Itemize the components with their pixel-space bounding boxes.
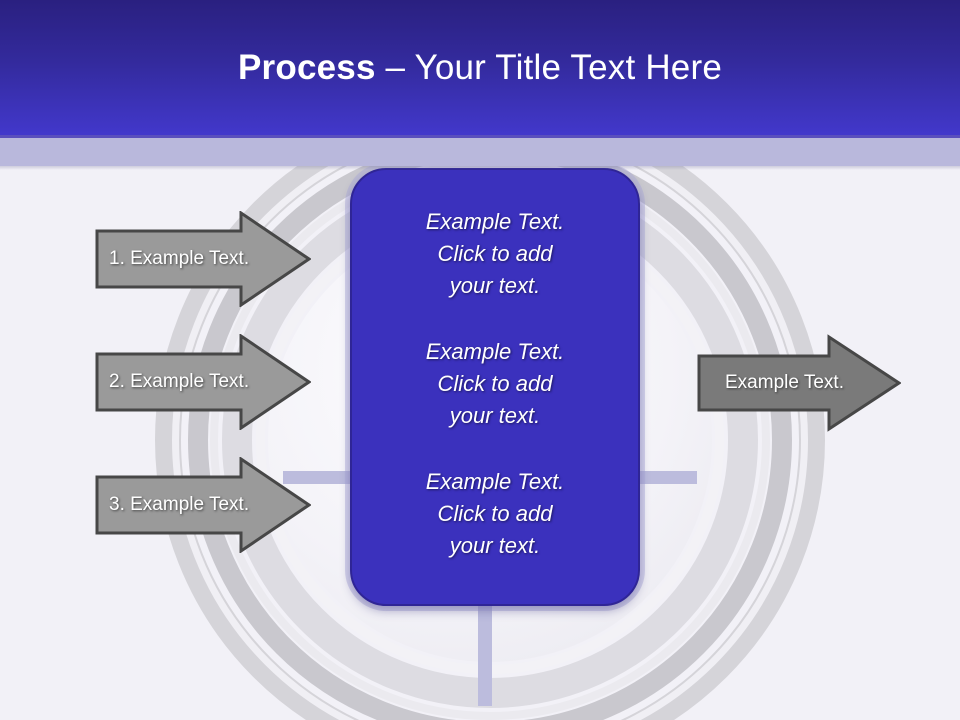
header-divider-line [0, 135, 960, 138]
panel-block-1-line-3: your text. [449, 273, 541, 298]
panel-block-1-line-2: Click to add [437, 241, 553, 266]
input-arrow-2[interactable]: 2. Example Text. [95, 334, 311, 430]
input-arrow-1[interactable]: 1. Example Text. [95, 211, 311, 307]
panel-block-2-line-3: your text. [449, 403, 541, 428]
input-arrow-3-label: 3. Example Text. [109, 494, 250, 515]
panel-block-2-line-1: Example Text. [425, 339, 565, 364]
output-arrow-label: Example Text. [725, 372, 844, 393]
header-strip-shadow [0, 166, 960, 170]
center-process-panel[interactable]: Example Text. Click to add your text. Ex… [350, 168, 640, 606]
input-arrow-1-label: 1. Example Text. [109, 248, 250, 269]
page-title-emphasis: Process [238, 48, 376, 87]
panel-block-3-line-2: Click to add [437, 501, 553, 526]
arrow-right-icon [95, 211, 311, 307]
decorative-ring-highlight-1 [172, 166, 808, 720]
panel-block-2-line-2: Click to add [437, 371, 553, 396]
input-arrow-3[interactable]: 3. Example Text. [95, 457, 311, 553]
arrow-right-icon [697, 334, 901, 432]
page-title-rest: – Your Title Text Here [375, 48, 722, 87]
output-arrow[interactable]: Example Text. [697, 334, 901, 432]
decorative-ring-highlight-2 [210, 166, 770, 720]
panel-block-3-line-1: Example Text. [425, 469, 565, 494]
input-arrow-2-label: 2. Example Text. [109, 371, 250, 392]
panel-block-3-line-3: your text. [449, 533, 541, 558]
page-title: Process – Your Title Text Here [0, 46, 960, 90]
panel-text-block-2: Example Text. Click to add your text. [377, 336, 613, 432]
slide-header-band: Process – Your Title Text Here [0, 0, 960, 135]
panel-block-1-line-1: Example Text. [425, 209, 565, 234]
panel-text-block-3: Example Text. Click to add your text. [377, 466, 613, 562]
arrow-right-icon [95, 457, 311, 553]
arrow-right-icon [95, 334, 311, 430]
header-accent-strip [0, 138, 960, 166]
panel-text-block-1: Example Text. Click to add your text. [377, 206, 613, 302]
